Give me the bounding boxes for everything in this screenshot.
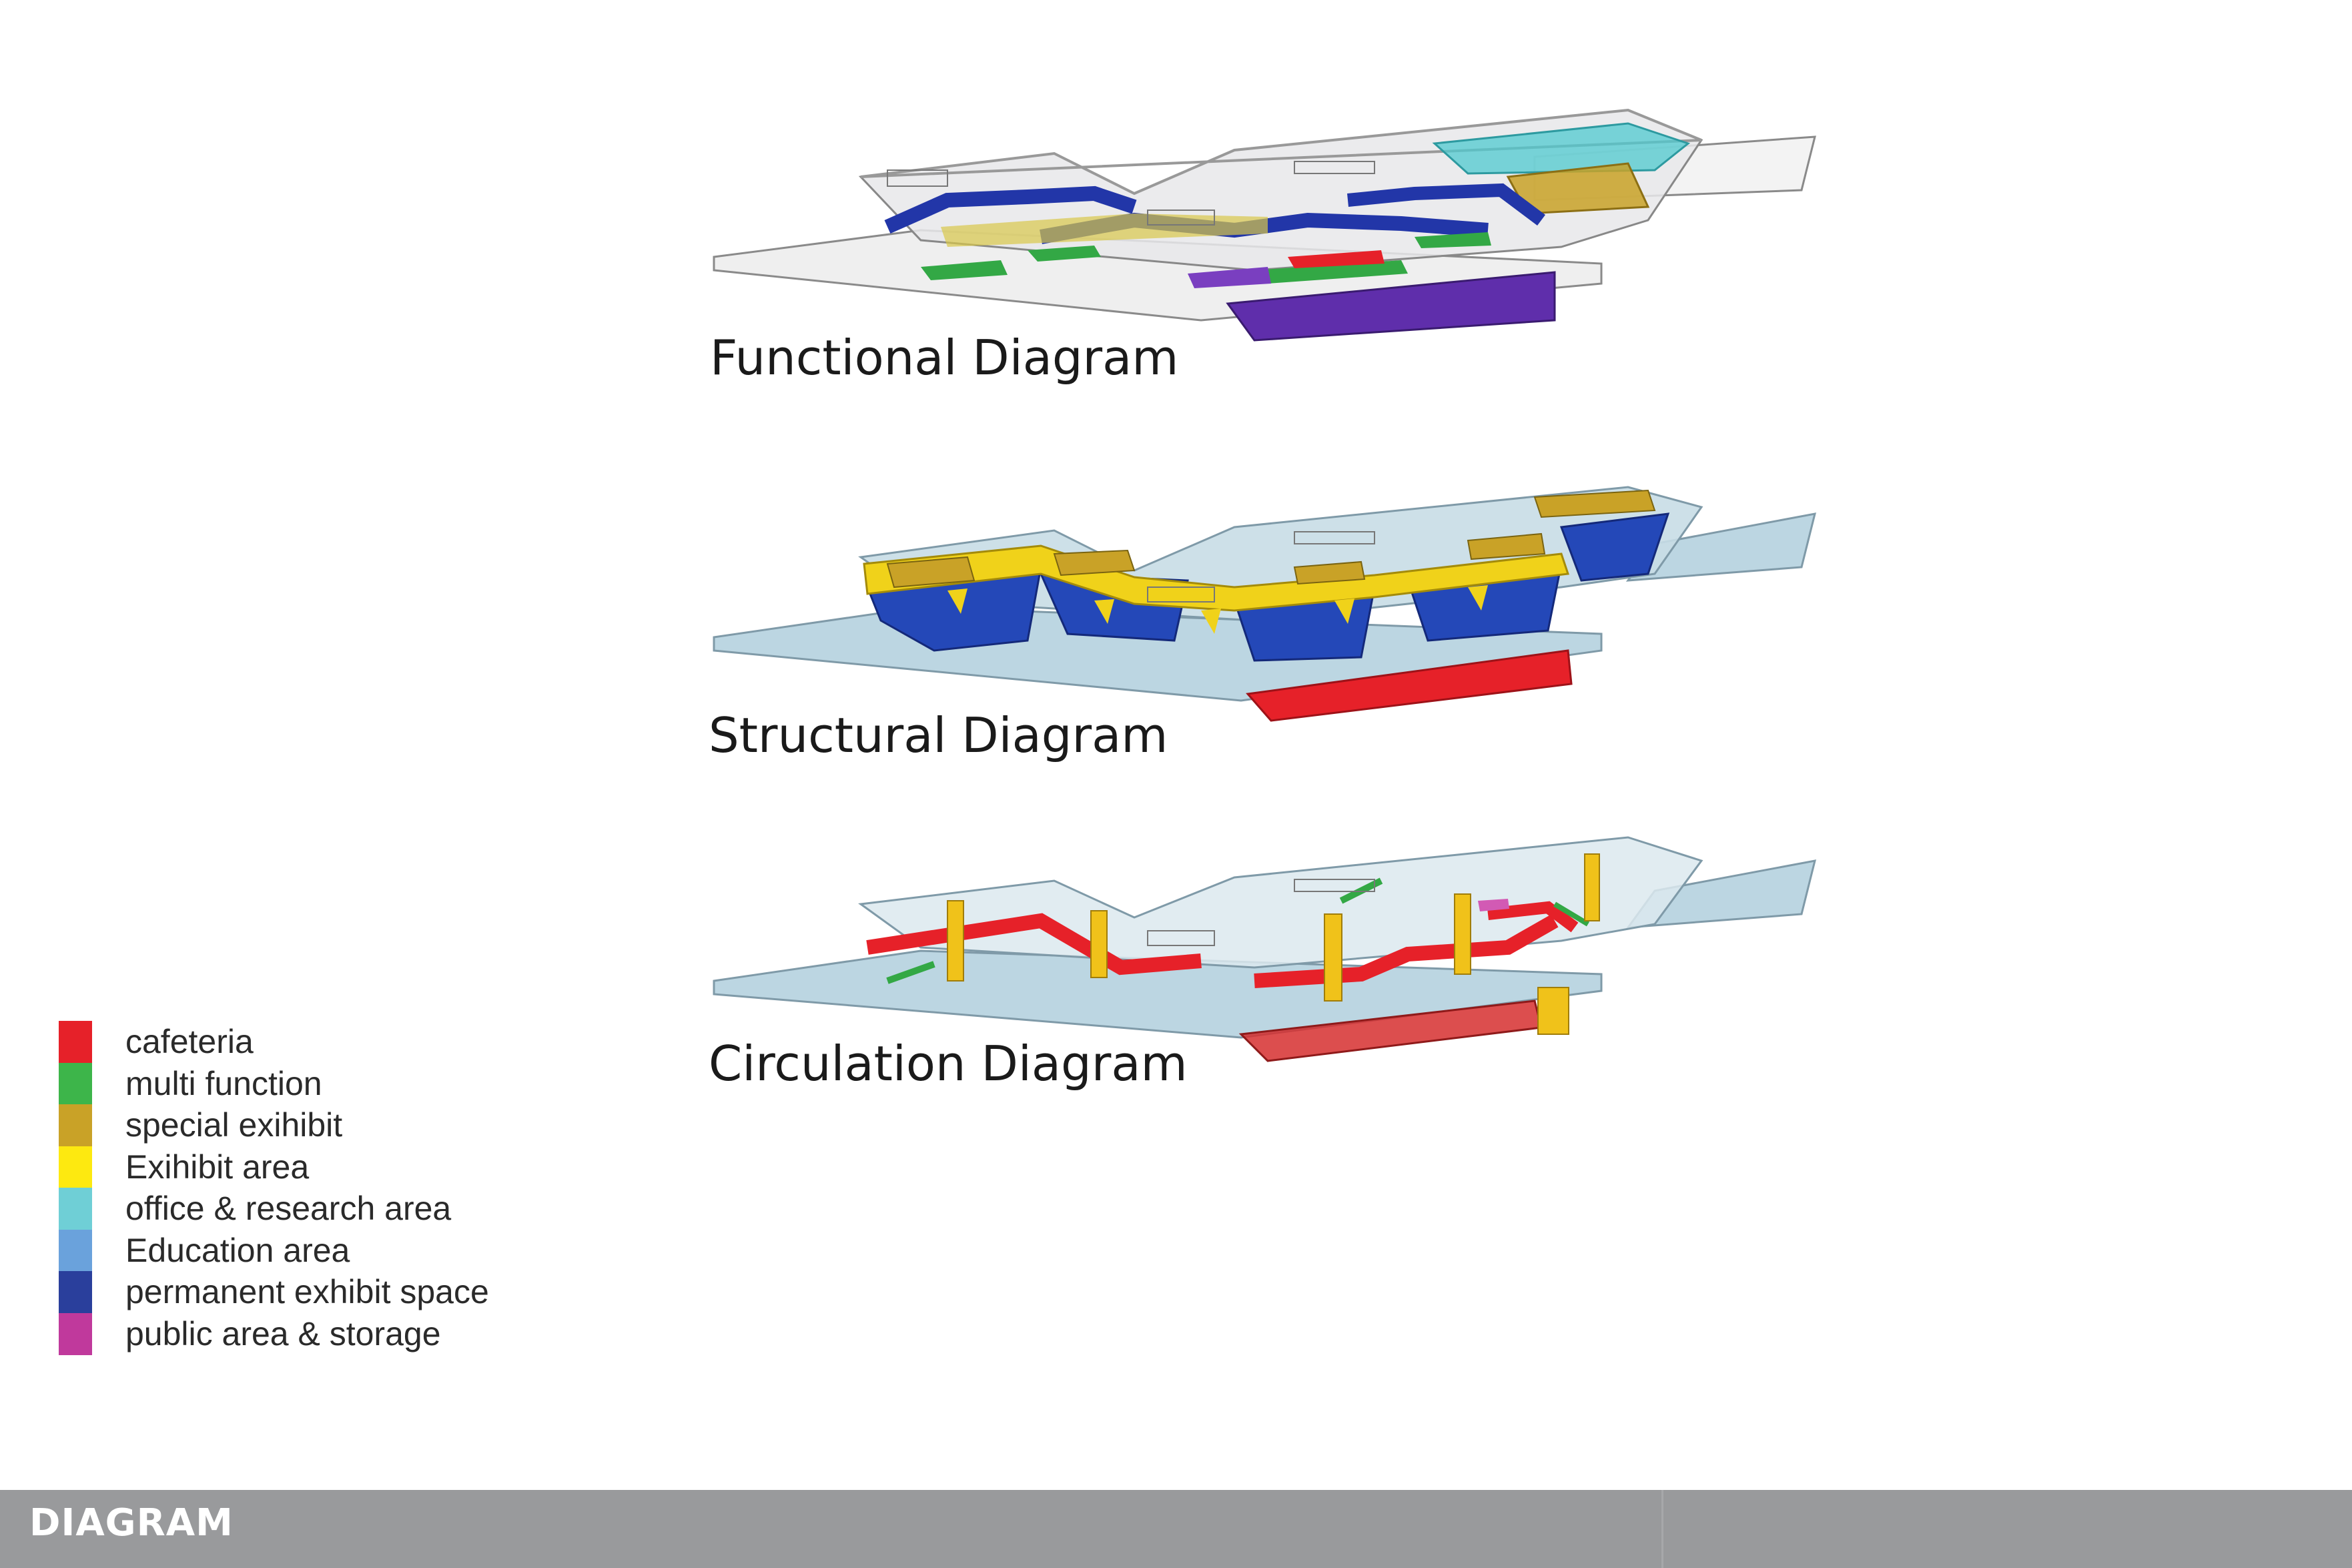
structural-upper-plate-3	[1293, 560, 1366, 585]
structural-truss-triangle-1	[947, 589, 967, 614]
structural-core-5	[1559, 512, 1670, 582]
diagram-caption: Functional Diagram	[710, 330, 1179, 386]
circulation-path-level-3	[1487, 901, 1579, 933]
structural-upper-plate-4	[1467, 532, 1546, 560]
functional-basement-volume	[1226, 271, 1556, 342]
functional-permanent-exhibit-band-right	[1347, 183, 1545, 226]
legend-label: multi function	[125, 1064, 322, 1102]
legend-label: permanent exhibit space	[125, 1273, 489, 1310]
legend-swatch	[59, 1312, 92, 1355]
circulation-skylight-grid-2	[1147, 930, 1215, 946]
functional-multi-function-pad-1	[921, 260, 1008, 280]
circulation-core-5	[1537, 987, 1569, 1035]
circulation-green-ramp-1	[886, 961, 935, 984]
structural-truss-triangle-5	[1468, 585, 1488, 611]
legend-label: cafeteria	[125, 1023, 254, 1060]
legend-label: Education area	[125, 1231, 350, 1269]
circulation-core-1	[947, 900, 964, 982]
structural-base-volume	[1246, 649, 1573, 722]
functional-public-area-zone	[1188, 267, 1271, 288]
circulation-core-2	[1090, 910, 1108, 978]
legend-swatch	[59, 1104, 92, 1146]
circulation-core-3	[1324, 913, 1342, 1002]
circulation-public-area-patch	[1478, 899, 1509, 911]
functional-office-zone	[1432, 122, 1691, 175]
structural-upper-plate-5	[1533, 489, 1656, 518]
circulation-upper-volume	[858, 836, 1703, 969]
legend-swatch	[59, 1271, 92, 1313]
functional-permanent-exhibit-band-left	[884, 185, 1137, 234]
circulation-green-ramp-3	[1553, 901, 1590, 927]
legend-label: office & research area	[125, 1190, 452, 1227]
functional-multi-function-pad-4	[1415, 232, 1491, 248]
structural-truss-triangle-3	[1201, 609, 1221, 634]
circulation-skylight-grid-1	[1294, 879, 1375, 892]
legend-label: Exihibit area	[125, 1148, 310, 1186]
functional-skylight-grid-2	[1147, 210, 1215, 226]
structural-skylight-grid-2	[1147, 586, 1215, 603]
structural-truss-triangle-4	[1334, 599, 1354, 624]
footer-bar: DIAGRAM	[0, 1490, 2352, 1568]
legend-label: public area & storage	[125, 1314, 441, 1352]
functional-skylight-grid-1	[1294, 161, 1375, 174]
legend-swatch	[59, 1146, 92, 1188]
diagram-caption: Structural Diagram	[709, 707, 1168, 763]
legend-swatch	[59, 1188, 92, 1230]
functional-multi-function-pad-3	[1254, 260, 1408, 284]
structural-truss-triangle-2	[1094, 599, 1114, 624]
structural-skylight-grid-1	[1294, 531, 1375, 544]
legend-swatch	[59, 1021, 92, 1063]
circulation-core-4	[1454, 893, 1471, 975]
functional-roof-edge	[860, 108, 1702, 195]
structural-upper-plate-1	[886, 556, 975, 589]
structural-upper-plate-2	[1053, 549, 1136, 576]
circulation-path-level-1	[866, 913, 1202, 975]
functional-cafeteria-zone	[1288, 250, 1385, 268]
structural-truss-band	[863, 544, 1570, 612]
legend-swatch	[59, 1229, 92, 1272]
footer-divider	[1661, 1490, 1663, 1568]
footer-title: DIAGRAM	[29, 1501, 234, 1545]
circulation-core-6	[1584, 853, 1600, 921]
legend-label: special exihibit	[125, 1106, 343, 1144]
functional-multi-function-pad-2	[1028, 246, 1101, 262]
functional-skylight-grid-3	[887, 169, 948, 187]
functional-exhibit-zone	[941, 214, 1268, 247]
diagram-caption: Circulation Diagram	[709, 1036, 1188, 1092]
legend-swatch	[59, 1062, 92, 1105]
